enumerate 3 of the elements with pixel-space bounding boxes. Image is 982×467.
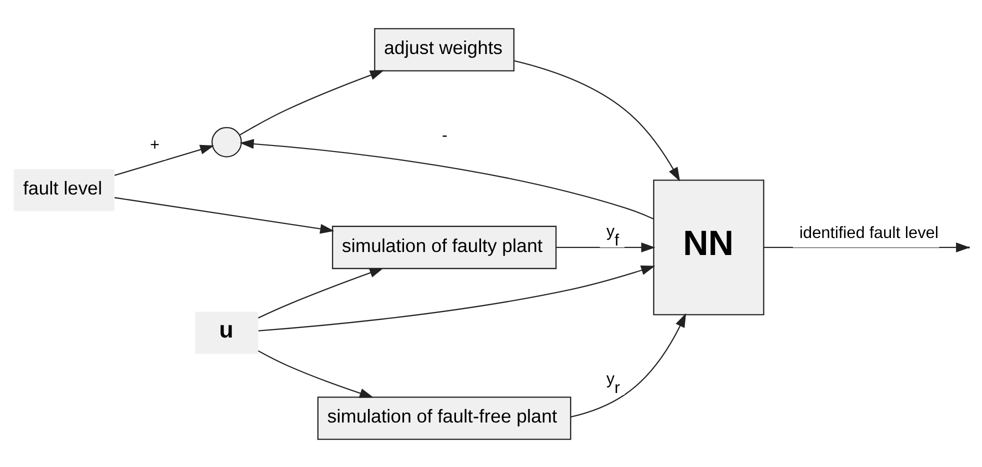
edge-label: - [441, 126, 447, 144]
edge-label: + [150, 136, 160, 154]
edge-label: identified fault level [798, 223, 938, 242]
